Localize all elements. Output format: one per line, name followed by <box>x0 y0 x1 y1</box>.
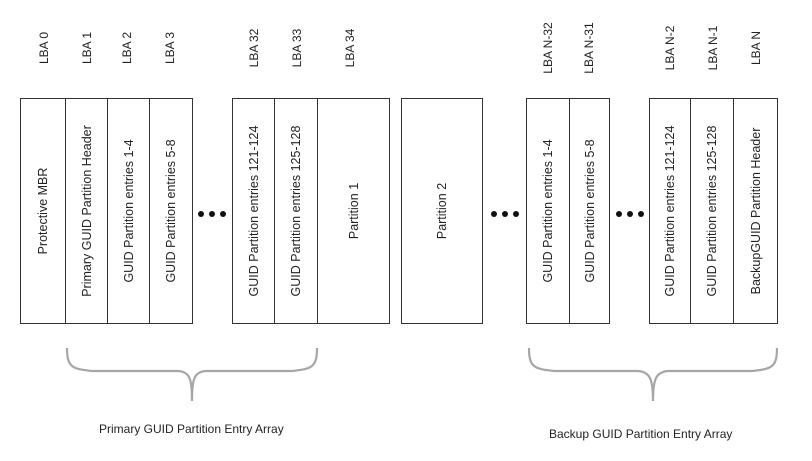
lba-label: LBA N-32 <box>541 22 555 74</box>
primary-array-brace <box>65 347 319 402</box>
ellipsis-dots <box>613 211 653 221</box>
lba-label: LBA 34 <box>343 28 357 68</box>
entries-1-4-block: GUID Partition entries 1-4 <box>107 98 150 324</box>
ellipsis-dots <box>488 211 528 221</box>
backup-header-block: BackupGUID Partition Header <box>733 98 778 324</box>
ellipsis-dots <box>195 211 235 221</box>
lba-label: LBA N-1 <box>706 25 720 71</box>
lba-label: LBA 1 <box>80 31 94 65</box>
lba-label: LBA 0 <box>37 31 51 65</box>
backup-entries-121-124-block: GUID Partition entries 121-124 <box>649 98 691 324</box>
entries-125-128-block: GUID Partition entries 125-128 <box>274 98 318 324</box>
primary-array-caption: Primary GUID Partition Entry Array <box>99 422 284 436</box>
partition-2-block: Partition 2 <box>401 98 483 324</box>
lba-label: LBA N-31 <box>582 22 596 74</box>
entries-121-124-block: GUID Partition entries 121-124 <box>232 98 275 324</box>
backup-array-caption: Backup GUID Partition Entry Array <box>549 427 733 441</box>
backup-entries-1-4-block: GUID Partition entries 1-4 <box>526 98 570 324</box>
entries-5-8-block: GUID Partition entries 5-8 <box>149 98 193 324</box>
lba-label: LBA 32 <box>247 28 261 68</box>
lba-label: LBA 33 <box>290 28 304 68</box>
lba-label: LBA 2 <box>120 31 134 65</box>
lba-label: LBA 3 <box>163 31 177 65</box>
protective-mbr-block: Protective MBR <box>20 98 66 324</box>
backup-entries-5-8-block: GUID Partition entries 5-8 <box>569 98 610 324</box>
backup-array-brace <box>527 347 779 402</box>
lba-label: LBA N <box>749 30 763 66</box>
primary-header-block: Primary GUID Partition Header <box>65 98 108 324</box>
partition-1-block: Partition 1 <box>317 98 390 324</box>
lba-label: LBA N-2 <box>663 25 677 71</box>
backup-entries-125-128-block: GUID Partition entries 125-128 <box>690 98 734 324</box>
